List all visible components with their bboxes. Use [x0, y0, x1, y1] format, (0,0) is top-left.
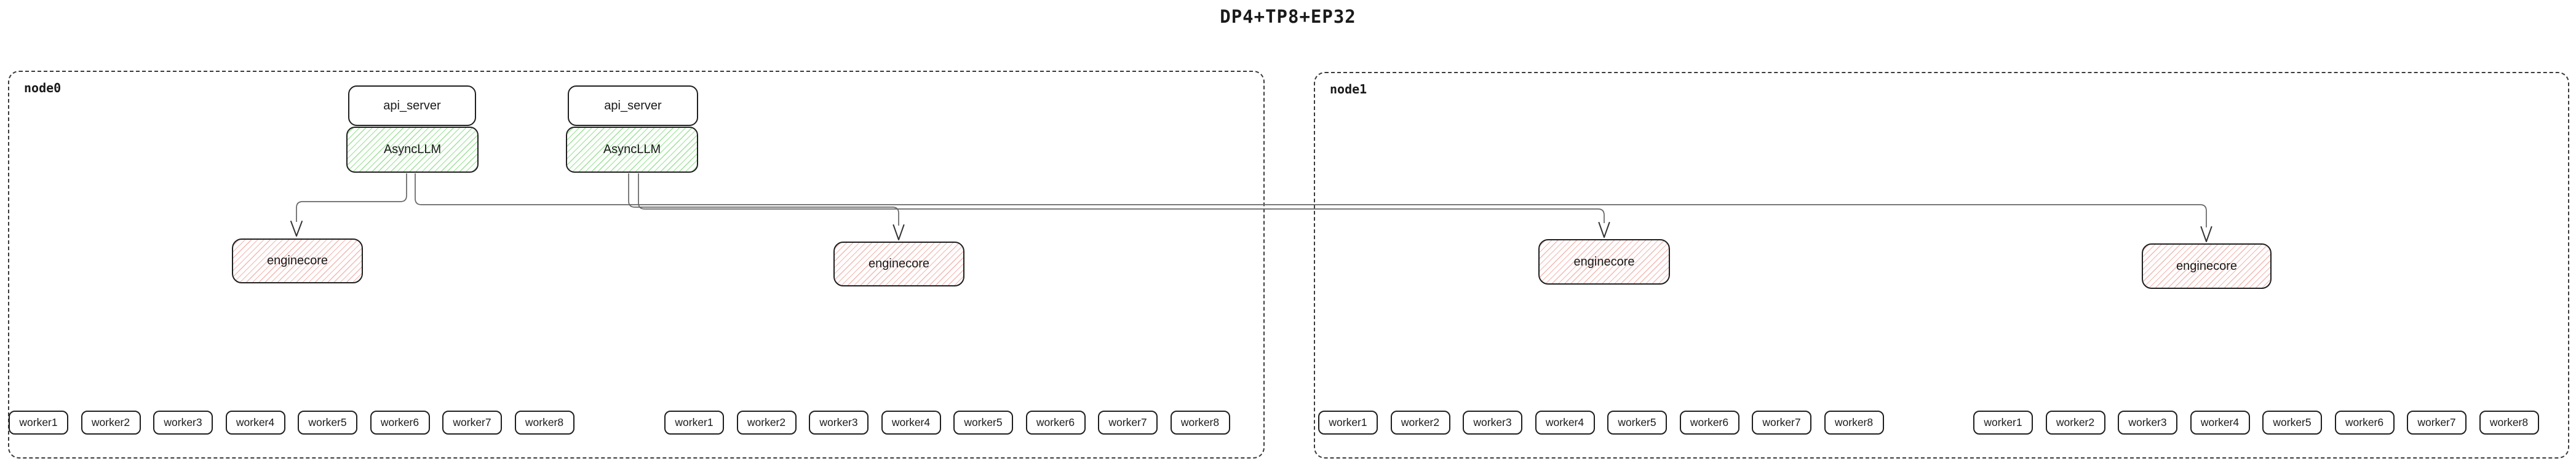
worker-box: worker7: [1752, 411, 1811, 435]
worker-box: worker3: [809, 411, 869, 435]
worker-box: worker8: [1824, 411, 1884, 435]
enginecore-box-2: enginecore: [833, 242, 964, 286]
worker-row-node0-a: worker1 worker2 worker3 worker4 worker5 worke…: [9, 411, 574, 435]
worker-box: worker6: [2334, 411, 2395, 435]
worker-box: worker2: [81, 411, 141, 435]
worker-box: worker5: [2262, 411, 2322, 435]
diagram-title: DP4+TP8+EP32: [1220, 6, 1356, 27]
worker-box: worker8: [1170, 411, 1230, 435]
worker-box: worker2: [736, 411, 797, 435]
worker-box: worker3: [1463, 411, 1522, 435]
enginecore-box-3: enginecore: [1538, 239, 1670, 285]
worker-box: worker1: [664, 411, 724, 435]
worker-box: worker6: [370, 411, 430, 435]
worker-box: worker1: [1973, 411, 2033, 435]
worker-row-node1-b: worker1 worker2 worker3 worker4 worker5 worke…: [1973, 411, 2539, 435]
worker-box: worker6: [1025, 411, 1086, 435]
api-server-box-1: api_server: [348, 85, 476, 126]
worker-box: worker7: [1098, 411, 1158, 435]
asyncllm-box-1: AsyncLLM: [346, 127, 479, 173]
enginecore-box-1: enginecore: [232, 238, 363, 283]
node0-container: node0: [8, 71, 1265, 459]
worker-row-node0-b: worker1 worker2 worker3 worker4 worker5 worke…: [664, 411, 1230, 435]
node0-label: node0: [24, 81, 62, 95]
worker-box: worker3: [153, 411, 213, 435]
worker-box: worker4: [2190, 411, 2250, 435]
worker-box: worker1: [1318, 411, 1378, 435]
worker-box: worker8: [514, 411, 574, 435]
node1-label: node1: [1330, 82, 1367, 97]
worker-box: worker5: [953, 411, 1013, 435]
worker-box: worker8: [2479, 411, 2539, 435]
worker-box: worker5: [1607, 411, 1667, 435]
worker-box: worker4: [225, 411, 285, 435]
node1-container: node1: [1314, 72, 2569, 459]
worker-row-node1-a: worker1 worker2 worker3 worker4 worker5 worke…: [1318, 411, 1884, 435]
worker-box: worker4: [881, 411, 941, 435]
worker-box: worker6: [1679, 411, 1739, 435]
asyncllm-box-2: AsyncLLM: [566, 127, 698, 173]
worker-box: worker7: [442, 411, 502, 435]
worker-box: worker2: [2045, 411, 2105, 435]
enginecore-box-4: enginecore: [2142, 243, 2272, 289]
worker-box: worker3: [2118, 411, 2177, 435]
worker-box: worker5: [298, 411, 357, 435]
worker-box: worker1: [9, 411, 68, 435]
api-server-box-2: api_server: [568, 85, 698, 126]
worker-box: worker7: [2407, 411, 2467, 435]
worker-box: worker4: [1535, 411, 1595, 435]
worker-box: worker2: [1390, 411, 1450, 435]
